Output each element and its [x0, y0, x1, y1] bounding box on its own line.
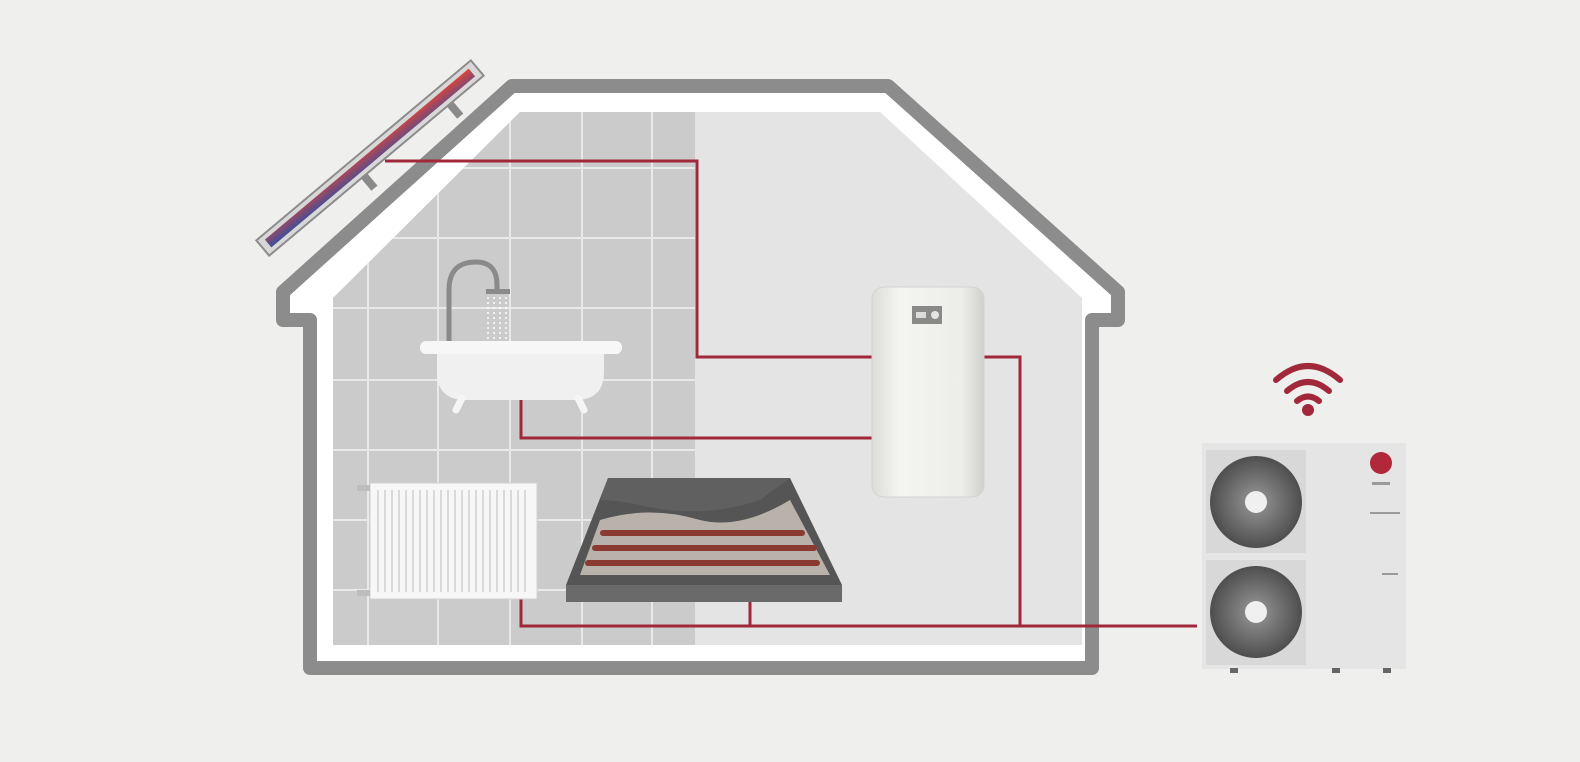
- heat-pump-icon: [1202, 443, 1406, 673]
- solar-panel-icon: [254, 58, 486, 258]
- main-return-pipe: [519, 598, 1197, 628]
- floor-heating-icon: [566, 478, 842, 602]
- bathtub-pipe: [519, 398, 872, 440]
- brand-logo: [1370, 452, 1392, 474]
- tank-heatpump-pipe: [984, 355, 1022, 626]
- bathtub-icon: [420, 259, 622, 414]
- radiator-icon: [357, 482, 538, 600]
- water-tank-icon: [871, 286, 985, 498]
- solar-pipe: [385, 159, 872, 359]
- pipes: [385, 159, 1197, 628]
- wifi-icon: [1273, 363, 1343, 416]
